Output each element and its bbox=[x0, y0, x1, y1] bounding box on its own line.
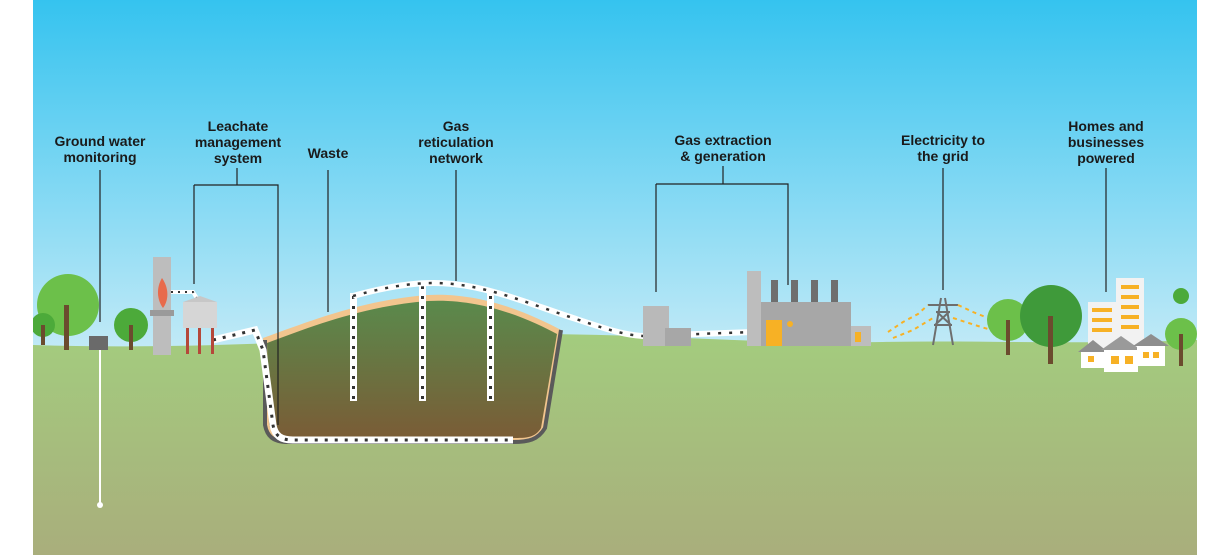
gas-wells bbox=[350, 283, 494, 401]
label-gas-network: Gas reticulation network bbox=[418, 118, 494, 166]
diagram-canvas bbox=[33, 0, 1197, 555]
landfill-gas-diagram bbox=[33, 0, 1197, 555]
label-homes: Homes and businesses powered bbox=[1067, 118, 1145, 166]
ground bbox=[33, 333, 1197, 555]
homes-businesses bbox=[1078, 278, 1169, 372]
gas-plant bbox=[643, 271, 871, 346]
trees-right bbox=[987, 285, 1197, 366]
label-leachate: Leachate management system bbox=[194, 118, 282, 166]
label-gas-extraction: Gas extraction & generation bbox=[674, 132, 772, 164]
landfill-waste bbox=[267, 300, 557, 438]
leachate-pipe-flow bbox=[212, 328, 513, 442]
label-electricity: Electricity to the grid bbox=[900, 132, 986, 164]
leachate-facility bbox=[150, 257, 217, 355]
gas-reticulation-flow bbox=[352, 281, 754, 338]
label-waste: Waste bbox=[307, 145, 349, 161]
trees-left bbox=[33, 274, 148, 350]
groundwater-monitor bbox=[89, 336, 108, 508]
callout-lines bbox=[99, 166, 1107, 425]
label-ground-water: Ground water monitoring bbox=[54, 133, 146, 165]
